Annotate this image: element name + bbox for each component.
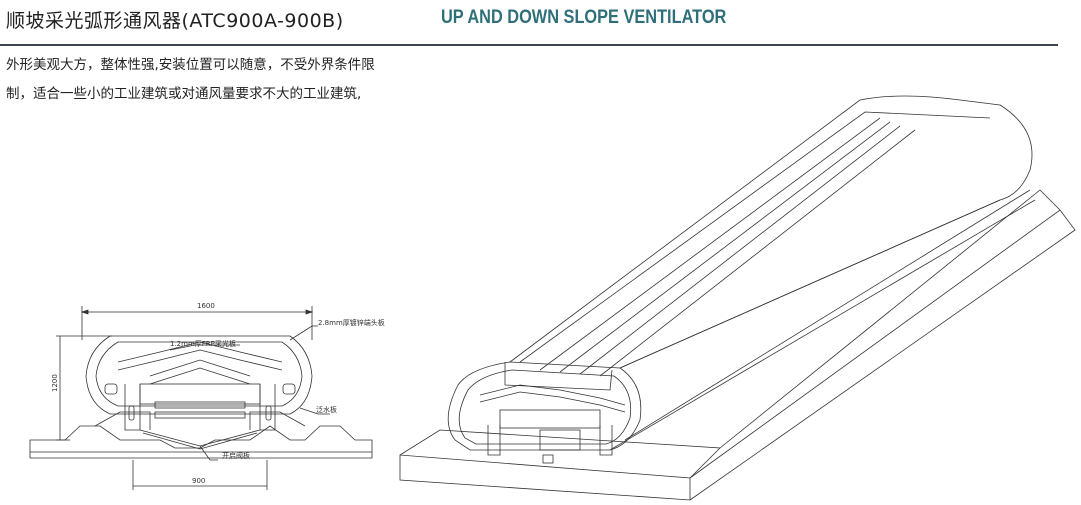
- callout-end-plate: 2.8mm厚镀锌端头板: [318, 318, 385, 327]
- callout-flashing: 泛水板: [316, 405, 337, 414]
- description-line-2: 制，适合一些小的工业建筑或对通风量要求不大的工业建筑,: [6, 86, 362, 102]
- callout-frp-panel: 1.2mm厚FRP采光板: [170, 339, 236, 348]
- base-dimension-label: 900: [192, 477, 205, 485]
- height-dimension-label: 1200: [51, 374, 59, 392]
- header: 顺坡采光弧形通风器(ATC900A-900B) UP AND DOWN SLOP…: [0, 0, 1060, 46]
- description-line-1: 外形美观大方，整体性强,安装位置可以随意，不受外界条件限: [6, 57, 375, 73]
- page-title-english: UP AND DOWN SLOPE VENTILATOR: [441, 7, 727, 28]
- page-title: 顺坡采光弧形通风器(ATC900A-900B): [6, 10, 344, 32]
- callout-damper: 开启阀板: [222, 451, 250, 460]
- header-divider: [0, 44, 1058, 46]
- width-dimension-label: 1600: [197, 302, 215, 310]
